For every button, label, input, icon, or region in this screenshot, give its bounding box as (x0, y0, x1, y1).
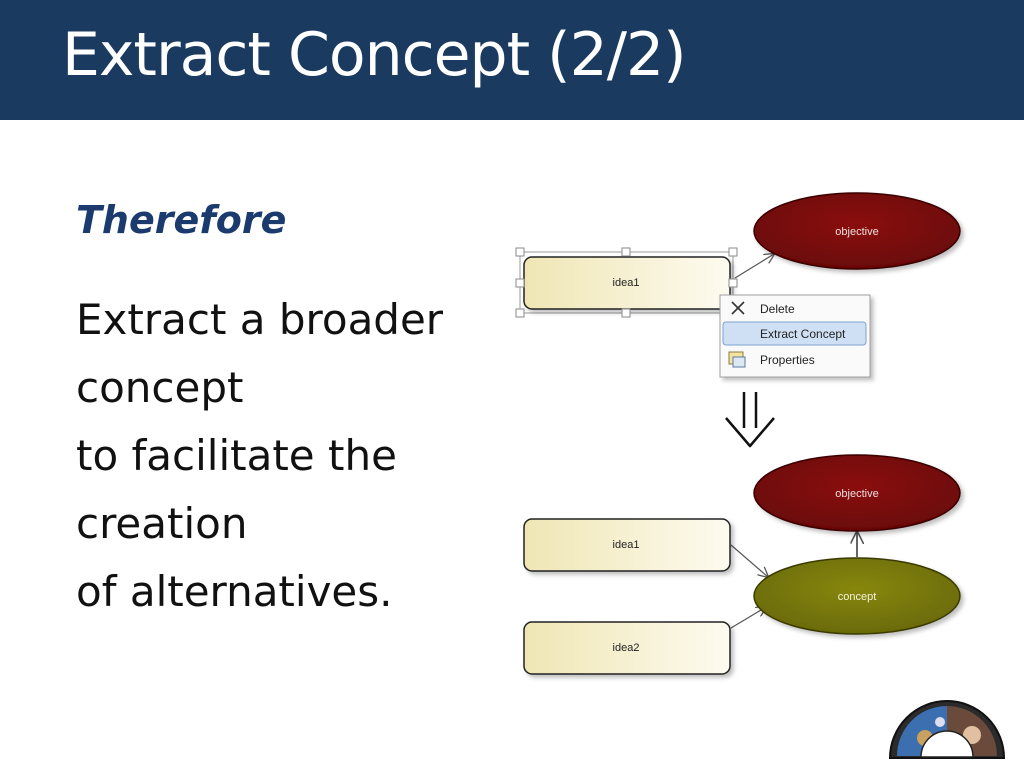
diagram-before: objective idea1 (515, 192, 961, 378)
body-line: Extract a broader (76, 295, 444, 344)
objective-node[interactable]: objective (753, 192, 961, 270)
menu-item-extract-concept[interactable]: Extract Concept (722, 321, 867, 346)
idea-label: idea1 (613, 277, 640, 289)
menu-item-label: Delete (760, 302, 795, 316)
idea1-node[interactable]: idea1 (523, 518, 731, 572)
menu-item-delete[interactable]: Delete (731, 301, 795, 316)
link-arrow (730, 544, 768, 577)
link-arrow (734, 254, 774, 279)
objective-label: objective (835, 488, 878, 500)
properties-icon (728, 351, 746, 368)
idea-label: idea1 (613, 539, 640, 551)
menu-item-label: Extract Concept (760, 327, 846, 341)
idea-node-selected[interactable]: idea1 (515, 247, 738, 318)
objective-label: objective (835, 226, 878, 238)
body-line: concept (76, 363, 244, 412)
context-menu: Delete Extract Concept Properties (719, 294, 871, 378)
slide-title: Extract Concept (2/2) (62, 20, 687, 90)
concept-label: concept (838, 591, 877, 603)
concept-node[interactable]: concept (753, 557, 961, 635)
idea-label: idea2 (613, 642, 640, 654)
menu-item-label: Properties (760, 353, 815, 367)
objective-node[interactable]: objective (753, 454, 961, 532)
conference-logo (888, 700, 1006, 759)
double-down-arrow-icon (725, 392, 775, 448)
body-line: creation (76, 499, 248, 548)
body-text: Extract a broader concept to facilitate … (76, 286, 496, 626)
menu-item-properties[interactable]: Properties (728, 351, 815, 368)
subheading: Therefore (76, 198, 287, 242)
idea2-node[interactable]: idea2 (523, 621, 731, 675)
body-line: to facilitate the (76, 431, 397, 480)
link-arrow (730, 607, 766, 629)
diagram-after: objective concept idea1 idea2 (523, 454, 961, 675)
close-icon (731, 301, 745, 315)
body-line: of alternatives. (76, 567, 393, 616)
title-bar: Extract Concept (2/2) (0, 0, 1024, 120)
